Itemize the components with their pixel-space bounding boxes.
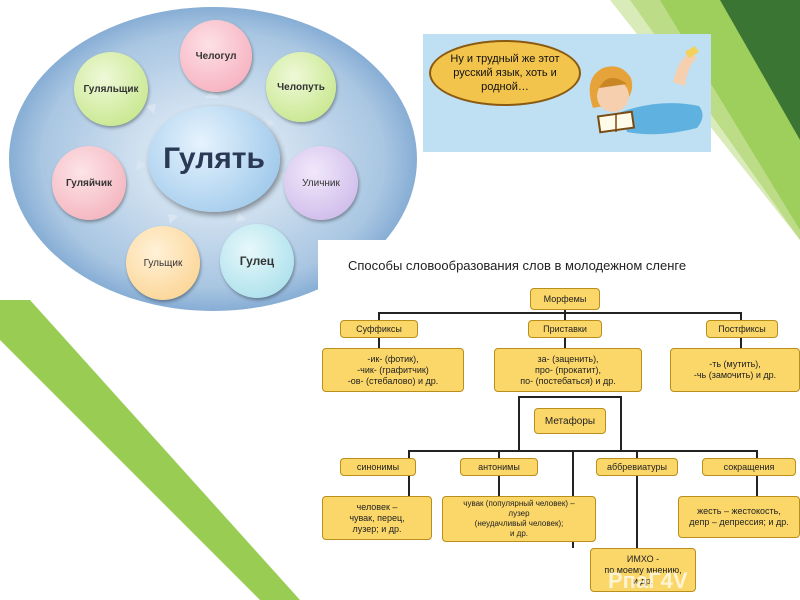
node-abbreviation-examples: ИМХО - по моему мнению, и др.: [590, 548, 696, 592]
girl-reading-book-icon: [589, 46, 703, 135]
petal-gulshchik: Гульщик: [126, 226, 200, 300]
node-prefixes: Приставки: [528, 320, 602, 338]
node-postfix-examples: -ть (мутить), -чь (замочить) и др.: [670, 348, 800, 392]
petal-gulyaichik: Гуляйчик: [52, 146, 126, 220]
node-abbreviations: аббревиатуры: [596, 458, 678, 476]
node-morphemes: Морфемы: [530, 288, 600, 310]
node-shortenings: сокращения: [702, 458, 796, 476]
node-synonym-examples: человек – чувак, перец, лузер; и др.: [322, 496, 432, 540]
speech-bubble: Ну и трудный же этот русский язык, хоть …: [429, 40, 581, 106]
node-metaphors: Метафоры: [534, 408, 606, 434]
node-postfixes: Постфиксы: [706, 320, 778, 338]
node-suffixes: Суффиксы: [340, 320, 418, 338]
node-prefix-examples: за- (заценить), про- (прокатит), по- (по…: [494, 348, 642, 392]
petal-gulets: Гулец: [220, 224, 294, 298]
petal-gulyalshchik: Гуляльщик: [74, 52, 148, 126]
node-synonyms: синонимы: [340, 458, 416, 476]
node-antonym-examples: чувак (популярный человек) – лузер (неуд…: [442, 496, 596, 542]
left-green-arrow: [0, 300, 300, 600]
word-circle-diagram: Гулять Челогул Челопуть Уличник Гулец Гу…: [8, 6, 418, 312]
node-shortening-examples: жесть – жестокость, депр – депрессия; и …: [678, 496, 800, 538]
petal-ulichnik: Уличник: [284, 146, 358, 220]
node-antonyms: антонимы: [460, 458, 538, 476]
petal-chelogul: Челогул: [180, 20, 252, 92]
node-suffix-examples: -ик- (фотик), -чик- (графитчик) -ов- (ст…: [322, 348, 464, 392]
scheme-title: Способы словообразования слов в молодежн…: [348, 258, 687, 273]
word-formation-scheme: Способы словообразования слов в молодежн…: [318, 240, 800, 600]
petal-chelopot: Челопуть: [266, 52, 336, 122]
center-word: Гулять: [148, 106, 280, 212]
watermark: РпаГ4V: [608, 568, 688, 593]
reader-illustration: Ну и трудный же этот русский язык, хоть …: [423, 34, 711, 152]
